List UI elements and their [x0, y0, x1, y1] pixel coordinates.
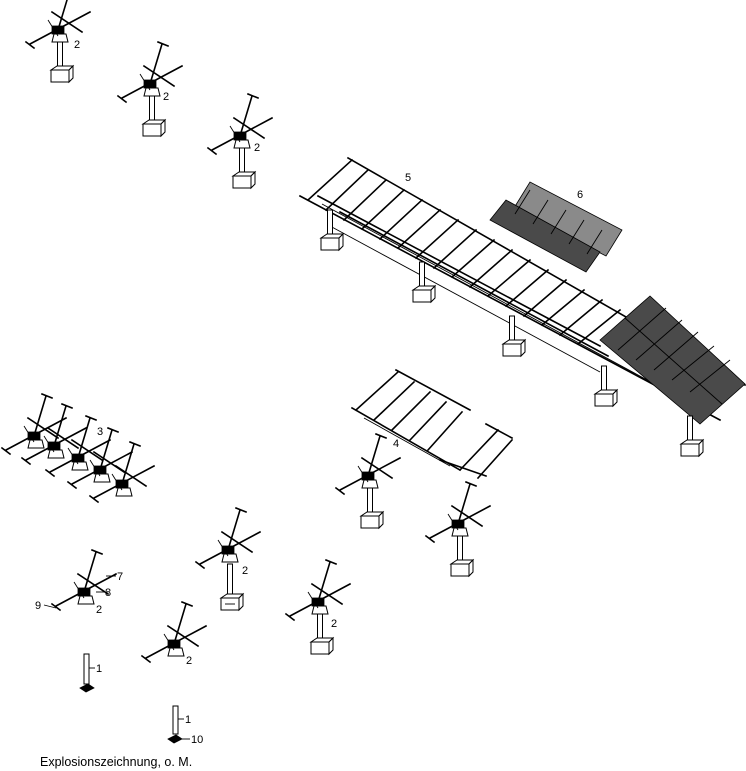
label-6: 6 [577, 189, 583, 201]
tracker-head-e [425, 481, 491, 577]
label-10: 10 [191, 734, 203, 746]
label-4: 4 [393, 438, 399, 450]
post-part-base [167, 705, 183, 744]
head-assemblies-group [1, 393, 155, 503]
label-9: 9 [35, 600, 41, 612]
label-2: 2 [163, 91, 169, 103]
tracker-head-h [141, 601, 207, 663]
tracker-head-b [117, 41, 183, 137]
pv-modules-exploded [489, 181, 623, 273]
tracker-head-d [335, 433, 401, 529]
label-1: 1 [185, 714, 191, 726]
label-2: 2 [331, 618, 337, 630]
caption: Explosionszeichnung, o. M. [40, 755, 192, 769]
assembled-tracker-row [298, 156, 746, 457]
label-3: 3 [97, 426, 103, 438]
head-detail [51, 549, 117, 611]
post-part [79, 653, 95, 693]
tracker-head-c [207, 93, 273, 189]
label-7: 7 [117, 571, 123, 583]
label-8: 8 [105, 587, 111, 599]
label-5: 5 [405, 172, 411, 184]
label-1: 1 [96, 663, 102, 675]
label-2: 2 [74, 39, 80, 51]
label-2: 2 [96, 604, 102, 616]
label-2: 2 [254, 142, 260, 154]
label-2: 2 [186, 655, 192, 667]
tracker-head-f [195, 507, 261, 611]
module-frame-exploded [350, 368, 514, 480]
pv-module-grid [617, 307, 731, 405]
tracker-head-g [285, 559, 351, 655]
tracker-head-a [25, 0, 91, 83]
label-2: 2 [242, 565, 248, 577]
